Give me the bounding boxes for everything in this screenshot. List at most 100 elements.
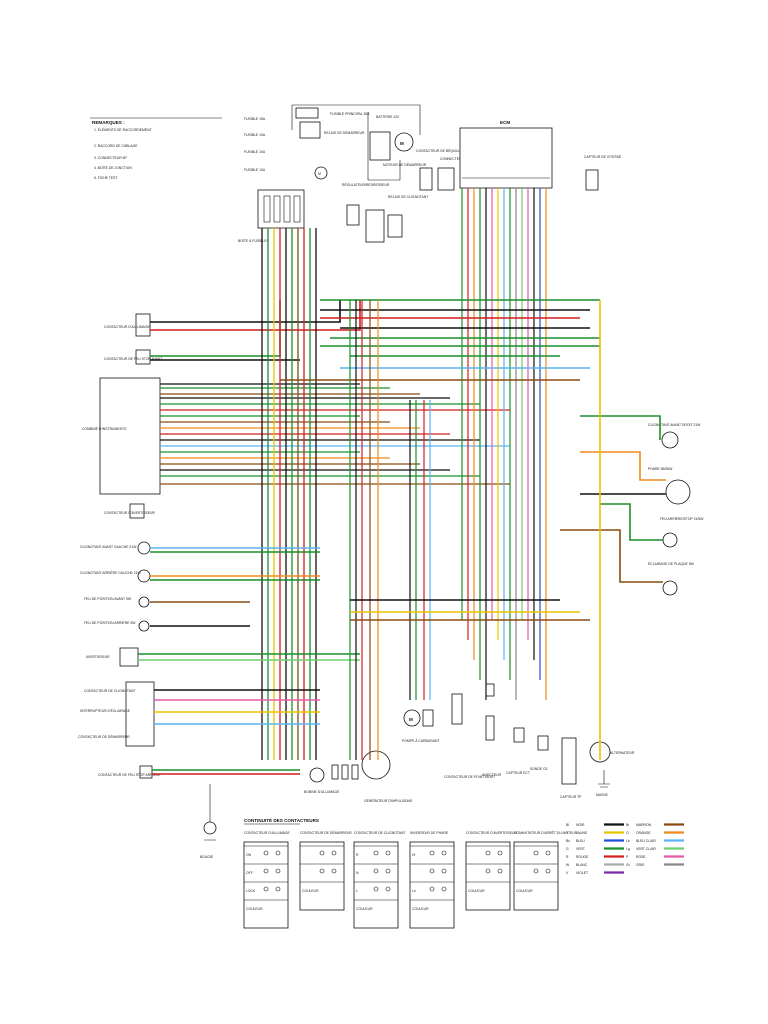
legend-name: BLEU — [576, 839, 585, 843]
switch-table-row: ON — [246, 853, 252, 857]
legend-code: Y — [566, 831, 569, 835]
note-line-2: 2. RACCORD DE CÂBLAGE — [94, 144, 138, 148]
note-line-4: 4. BOÎTE DE JONCTION — [94, 166, 132, 170]
legend-code: Lg — [626, 847, 630, 851]
wire-harness — [138, 188, 666, 775]
switch-table-row: OFF — [246, 871, 253, 875]
legend-code: Gr — [626, 863, 631, 867]
switch-table-row: COULEUR — [516, 889, 533, 893]
note-line-3: 3. CONNECTEUR 6P — [94, 156, 128, 160]
wire — [580, 415, 661, 440]
switch-table-title: COMMUTATEUR D'ARRÊT DU MOTEUR — [514, 830, 578, 835]
headlight-label: PHARE 55/55W — [648, 467, 673, 471]
battery-label: BATTERIE 12V — [376, 115, 400, 119]
wire — [600, 503, 663, 541]
starter-relay-label: RELAIS DE DÉMARREUR — [324, 130, 365, 135]
legend-name: VERT — [576, 847, 585, 851]
svg-text:M: M — [318, 172, 321, 176]
tp-label: CAPTEUR TP — [560, 795, 582, 799]
note-line-5: 5. FICHE TEST — [94, 176, 118, 180]
pulse-label: GÉNÉRATEUR D'IMPULSIONS — [364, 798, 413, 803]
svg-text:M: M — [400, 141, 404, 146]
ecm-label: ECM — [500, 120, 510, 125]
switch-table-row: L — [356, 889, 358, 893]
switch-table-row: Lo — [412, 889, 416, 893]
relays-row: RÉGULATEUR/REDRESSEUR RELAIS DE CLIGNOTA… — [342, 148, 492, 243]
switch-table-row: R — [356, 853, 359, 857]
legend-name: JAUNE — [576, 831, 588, 835]
ground-label: MASSE — [596, 793, 609, 797]
starter-sw-label: CONTACTEUR DE DÉMARREUR — [78, 734, 130, 739]
switch-table-row: COULEUR — [302, 889, 319, 893]
legend-name: BLANC — [576, 863, 588, 867]
switch-table-title: CONTACTEUR D'ALLUMAGE — [244, 831, 291, 835]
switch-table: COMMUTATEUR D'ARRÊT DU MOTEUR COULEUR — [513, 830, 578, 911]
fuse-main-label: FUSIBLE PRINCIPAL 30A — [330, 112, 370, 116]
speed-sensor-label: CAPTEUR DE VITESSE — [584, 155, 622, 159]
fuse-label-2: FUSIBLE 10A — [244, 133, 266, 137]
o2-label: SONDE O2 — [530, 767, 548, 771]
notes-box: REMARQUES : 1. ÉLÉMENTS DE RACCORDEMENT … — [90, 117, 222, 180]
legend-name: ROSE — [636, 855, 646, 859]
switch-table-row: N — [356, 871, 359, 875]
legend-name: GRIS — [636, 863, 645, 867]
battery-starter: BATTERIE 12V M MOTEUR DE DÉMARREUR — [367, 112, 427, 181]
legend-code: W — [566, 863, 570, 867]
r-turn-front-label: CLIGNOTANT AVANT DROIT 21W — [648, 423, 701, 427]
legend-name: ROUGE — [576, 855, 589, 859]
switch-table-title: INVERSEUR DE PHARE — [410, 831, 449, 835]
ignition-switch-label: CONTACTEUR D'ALLUMAGE — [104, 325, 151, 329]
legend-name: NOIR — [576, 823, 585, 827]
l-turn-rear-label: CLIGNOTANT ARRIÈRE GAUCHE 21W — [80, 570, 142, 575]
notes-title: REMARQUES : — [92, 120, 125, 125]
side-stand-label: CONTACTEUR DE BÉQUILLE LATÉRALE — [416, 148, 481, 153]
switch-table-row: LOCK — [246, 889, 256, 893]
color-legend: Bl NOIR Y JAUNE Bu BLEU G VERT R ROUGE W BLANC V VIOL… — [566, 823, 684, 875]
switch-table-row: COULEUR — [468, 889, 485, 893]
legend-code: G — [566, 847, 569, 851]
fuse-box: FUSIBLE PRINCIPAL 30A RELAIS DE DÉMARREU… — [238, 104, 421, 243]
svg-text:M: M — [409, 717, 413, 722]
legend-code: O — [626, 831, 629, 835]
tables-header: CONTINUITÉ DES CONTACTEURS — [244, 816, 319, 823]
wire — [580, 451, 666, 481]
note-line-1: 1. ÉLÉMENTS DE RACCORDEMENT — [94, 127, 152, 132]
continuity-tables: CONTINUITÉ DES CONTACTEURS CONTACTEUR D'… — [243, 816, 578, 929]
neutral-label: CONTACTEUR DE POINT MORT — [444, 775, 495, 779]
regulator-label: RÉGULATEUR/REDRESSEUR — [342, 182, 390, 187]
legend-code: Br — [626, 823, 630, 827]
switch-table-title: CONTACTEUR DE DÉMARREUR — [300, 830, 352, 835]
left-components: CONTACTEUR D'ALLUMAGE CONTACTEUR DE FEU … — [78, 313, 217, 859]
starter-motor-label: MOTEUR DE DÉMARREUR — [383, 162, 427, 167]
switch-table-row: Hi — [412, 853, 415, 857]
fuse-label-1: FUSIBLE 15A — [244, 117, 266, 121]
legend-code: V — [566, 871, 569, 875]
fuse-label-4: FUSIBLE 10A — [244, 168, 266, 172]
rear-stop-label: CONTACTEUR DE FEU STOP ARRIÈRE — [98, 772, 161, 777]
legend-name: VERT CLAIR — [636, 847, 656, 851]
l-turn-front-label: CLIGNOTANT AVANT GAUCHE 21W — [80, 545, 137, 549]
position-r-label: FEU DE POSITION ARRIÈRE 5W — [84, 620, 136, 625]
ignition-coil-label: BOBINE D'ALLUMAGE — [304, 790, 340, 794]
legend-code: Bl — [566, 823, 569, 827]
right-components: CLIGNOTANT AVANT DROIT 21W PHARE 55/55W … — [589, 423, 704, 763]
wire — [150, 300, 341, 323]
fuel-pump-label: POMPE À CARBURANT — [402, 739, 440, 743]
legend-name: MARRON — [636, 823, 652, 827]
legend-code: P — [626, 855, 629, 859]
fuse-label-3: FUSIBLE 10A — [244, 150, 266, 154]
dimmer-label: CONTACTEUR DE CLIGNOTANT — [84, 689, 136, 693]
switch-table-row: COULEUR — [356, 907, 373, 911]
legend-code: R — [566, 855, 569, 859]
spark-plug-label: BOUGIE — [200, 855, 214, 859]
wire — [150, 300, 281, 357]
fuse-box-label: BOÎTE À FUSIBLES — [238, 239, 269, 243]
legend-name: VIOLET — [576, 871, 588, 875]
ecm-block: ECM CAPTEUR DE VITESSE — [459, 120, 622, 191]
horn-label: AVERTISSEUR — [86, 655, 110, 659]
legend-code: Bu — [566, 839, 570, 843]
injector-label: INJECTEUR — [482, 773, 502, 777]
